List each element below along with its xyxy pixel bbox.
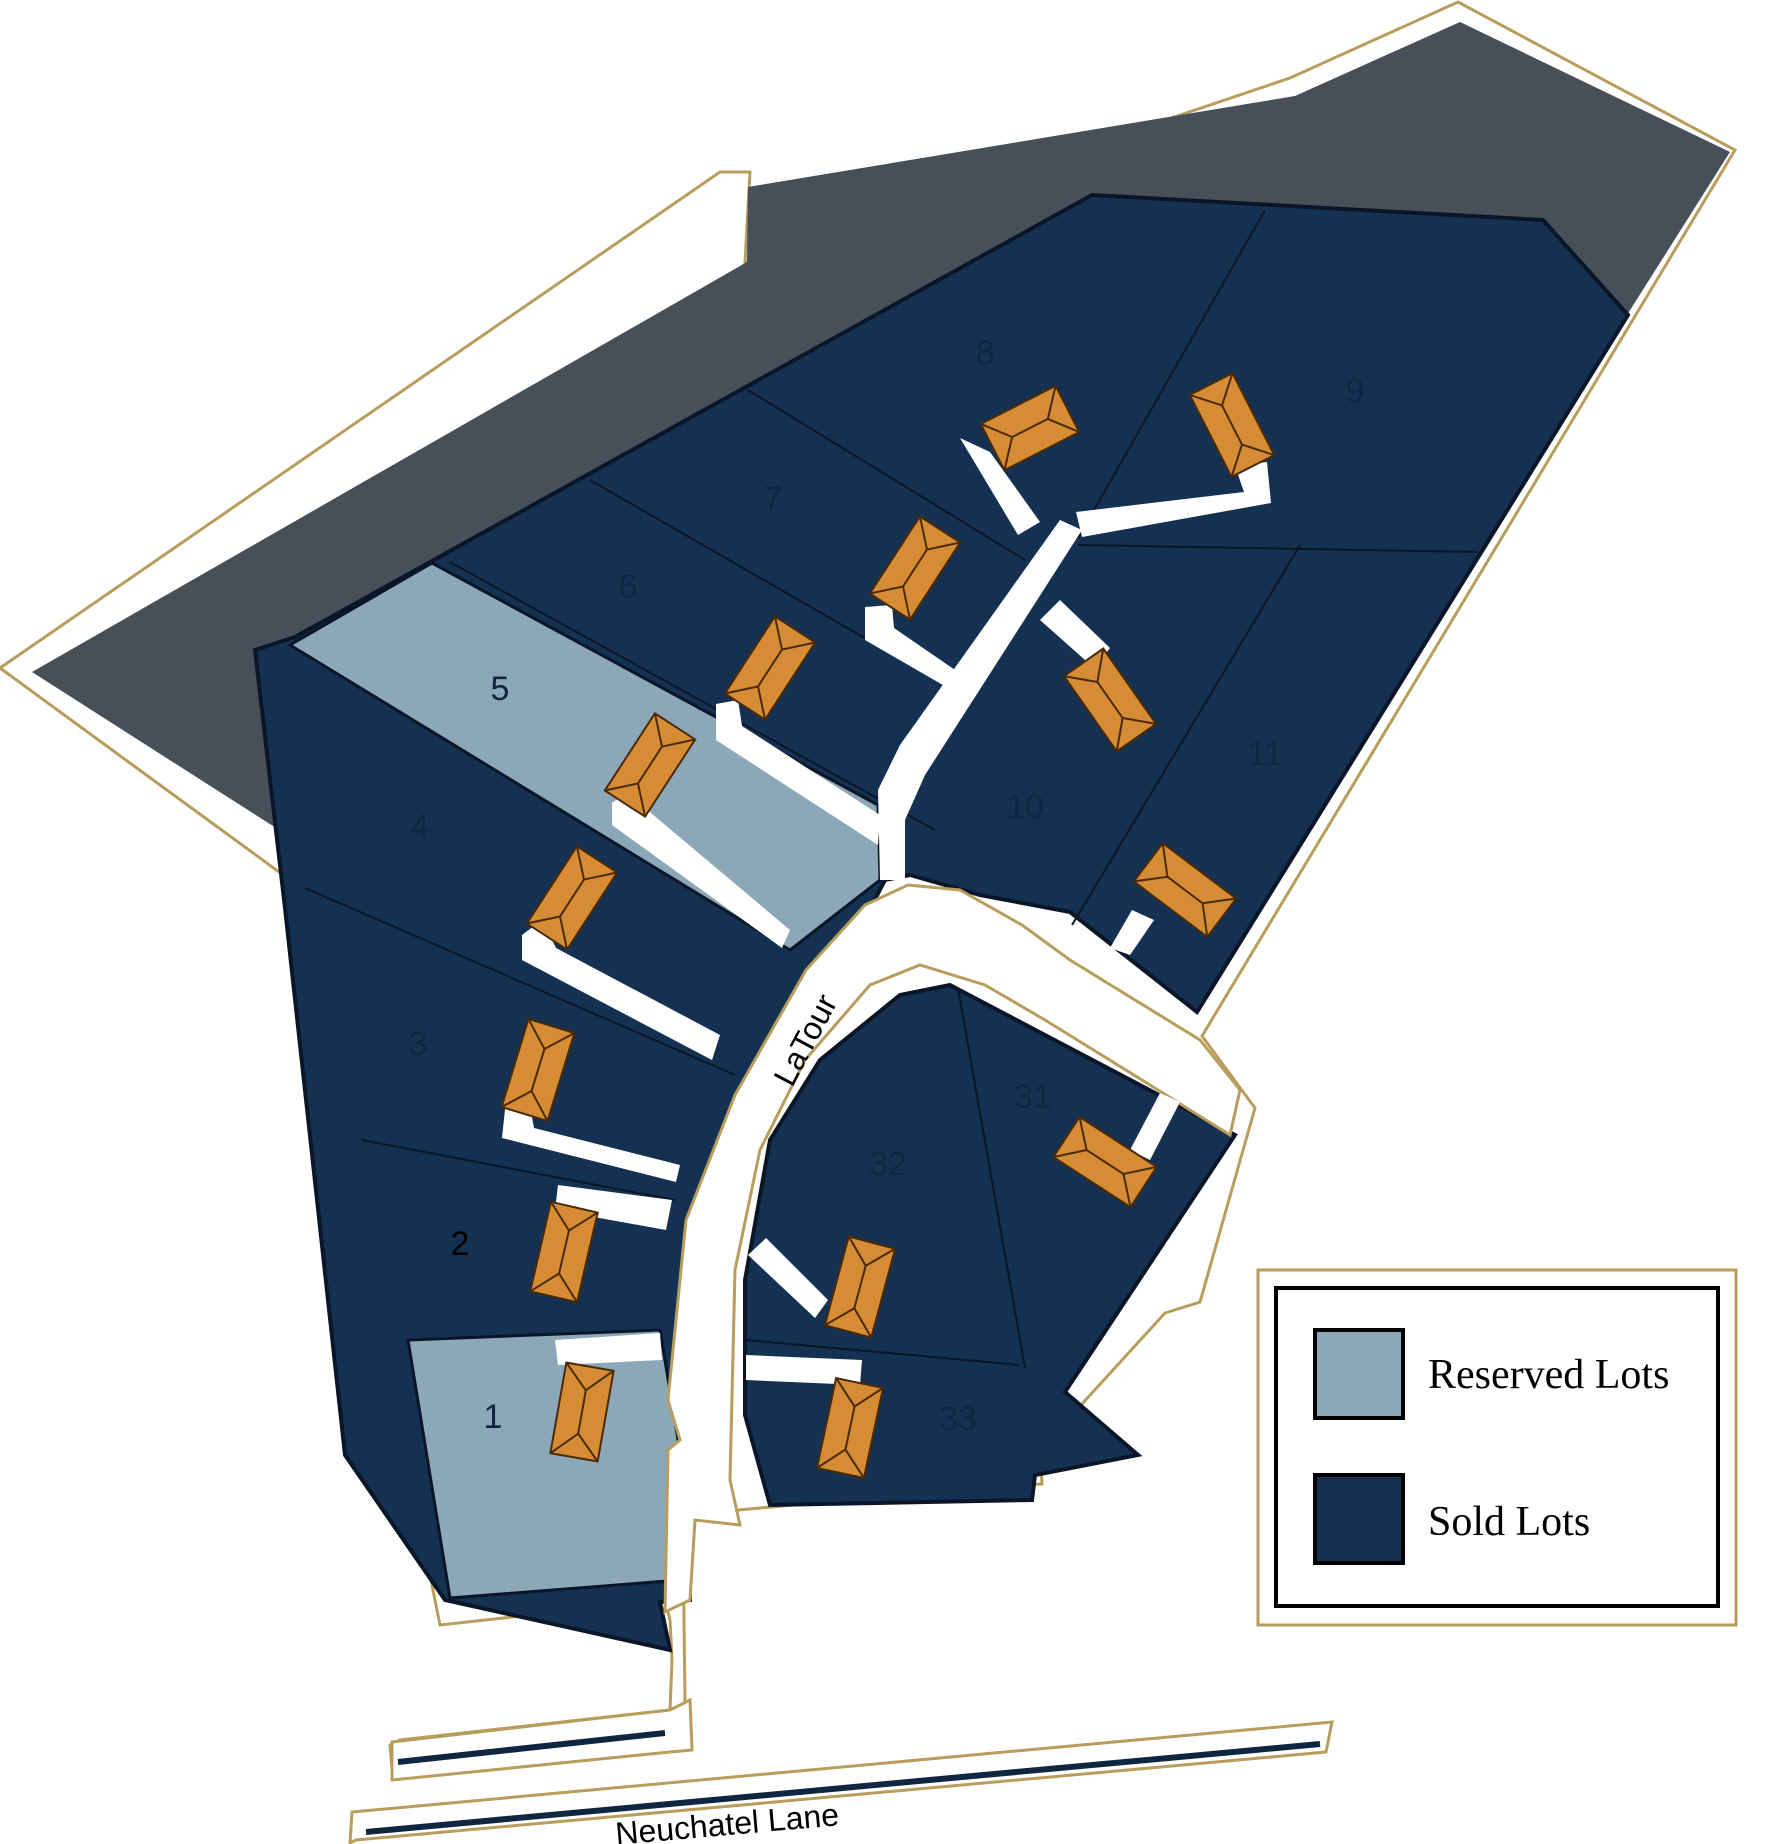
house-icon bbox=[723, 614, 817, 722]
lot-label: 4 bbox=[411, 808, 430, 846]
house-icon bbox=[815, 1376, 885, 1480]
lot-label: 32 bbox=[869, 1145, 907, 1183]
legend: Reserved Lots Sold Lots bbox=[1256, 1268, 1738, 1627]
lot-label: 11 bbox=[1247, 735, 1282, 773]
house-icon bbox=[525, 844, 619, 952]
lot-label: 2 bbox=[451, 1225, 470, 1263]
common-area bbox=[32, 22, 1730, 835]
legend-swatch-reserved bbox=[1313, 1328, 1405, 1420]
legend-swatch-sold bbox=[1313, 1473, 1405, 1565]
house-icon bbox=[603, 711, 697, 819]
lot-label: 7 bbox=[764, 480, 783, 518]
house-icon bbox=[1188, 371, 1276, 479]
lot-label: 10 bbox=[1006, 788, 1044, 826]
house-icon bbox=[1051, 1115, 1159, 1209]
house-icon bbox=[823, 1235, 897, 1339]
lot-label: 5 bbox=[491, 670, 510, 708]
legend-label-reserved: Reserved Lots bbox=[1428, 1352, 1669, 1398]
lot-5-reserved bbox=[287, 561, 882, 952]
lot-dividers bbox=[304, 209, 1479, 1369]
lot-group-south bbox=[743, 982, 1238, 1508]
lot-1-reserved bbox=[406, 1328, 682, 1600]
driveways bbox=[502, 438, 1271, 1385]
latour-road[interactable] bbox=[663, 883, 1242, 1615]
neuchatel-lane-line-lower bbox=[365, 1741, 1321, 1835]
neuchatel-lane-line-upper bbox=[397, 1730, 666, 1765]
house-icon bbox=[868, 514, 962, 622]
branch-road bbox=[878, 520, 1082, 880]
lot-label: 1 bbox=[484, 1398, 503, 1436]
lot-label: 6 bbox=[619, 568, 638, 606]
lot-label: 31 bbox=[1014, 1078, 1052, 1116]
lot-label: 33 bbox=[939, 1400, 977, 1438]
neuchatel-lane-upper bbox=[390, 1697, 694, 1782]
legend-label-sold: Sold Lots bbox=[1428, 1499, 1590, 1545]
house-icon bbox=[1132, 841, 1238, 939]
house-icon bbox=[549, 1361, 615, 1463]
lot-label: 9 bbox=[1346, 372, 1365, 410]
houses bbox=[500, 371, 1276, 1480]
house-icon bbox=[529, 1200, 599, 1304]
lot-label: 3 bbox=[409, 1025, 428, 1063]
house-icon bbox=[1062, 647, 1158, 753]
lot-label: 8 bbox=[976, 334, 995, 372]
house-icon bbox=[979, 384, 1081, 472]
house-icon bbox=[500, 1017, 576, 1123]
